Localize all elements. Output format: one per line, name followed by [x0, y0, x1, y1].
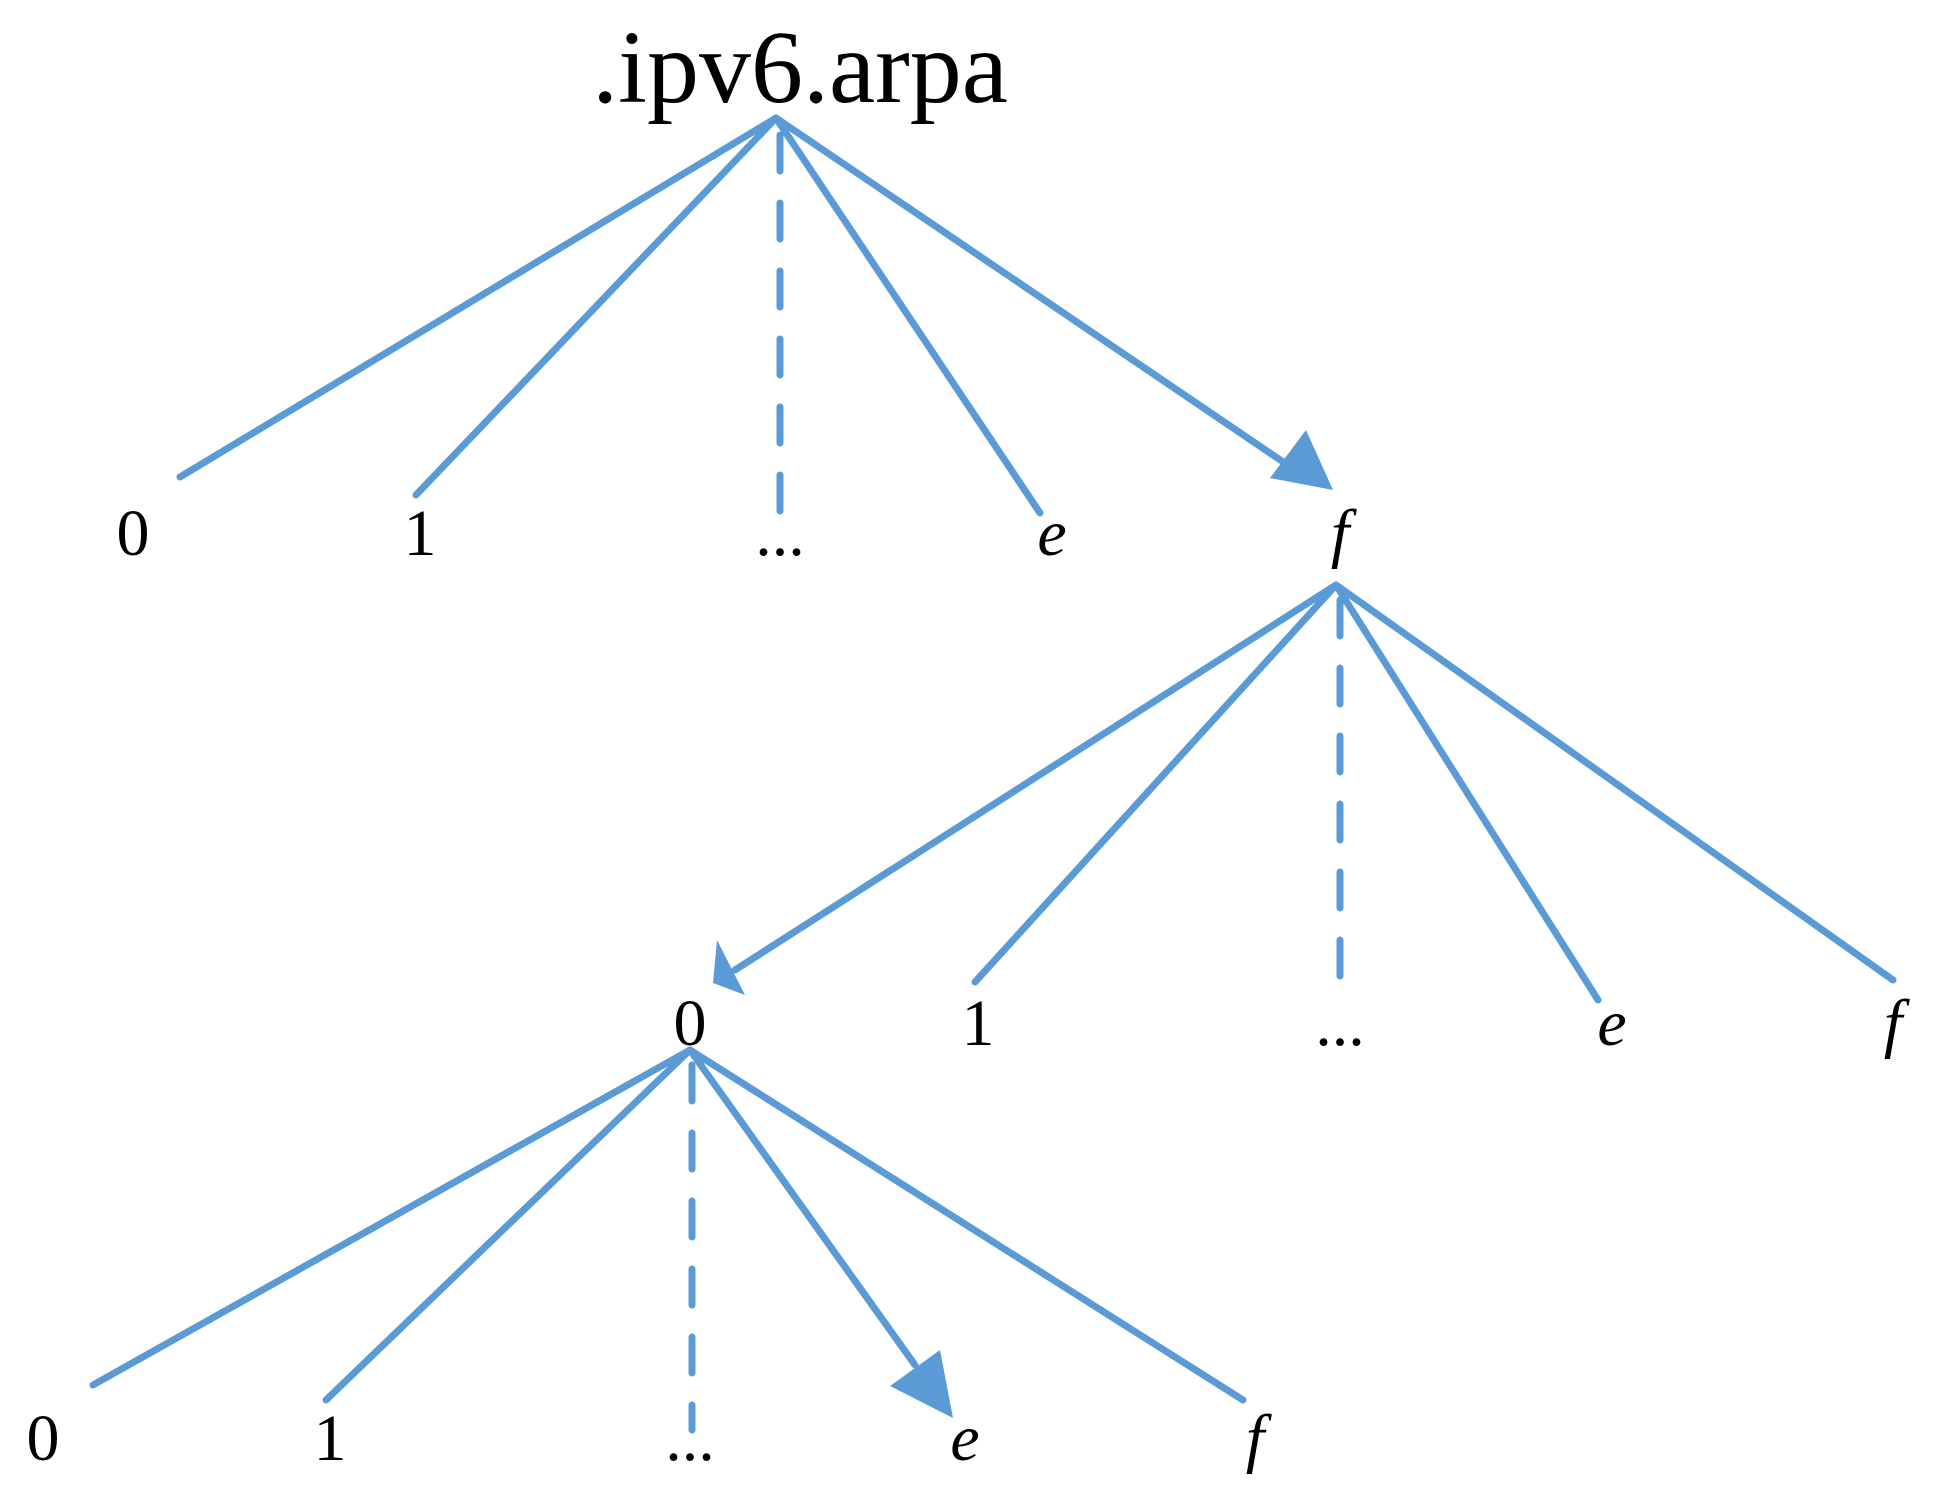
- l2-node-ellipsis: ...: [1315, 987, 1365, 1060]
- edge-f-to-l2-f: [1332, 581, 1897, 984]
- l2-node-e: e: [1597, 987, 1626, 1060]
- l1-node-1: 1: [404, 497, 437, 570]
- edge-0-to-l3-f: [686, 1046, 1247, 1404]
- edge-root-to-l1-e: [772, 114, 1044, 517]
- level1-labels: 0 1 ... e f: [117, 497, 1357, 570]
- edge-f-to-l2-e: [1332, 581, 1602, 1004]
- arrowhead-l1-f: [1270, 430, 1333, 490]
- edge-0-to-l3-0: [89, 1046, 694, 1389]
- edge-0-to-l3-e: [686, 1046, 919, 1369]
- edge-f-to-l2-1: [971, 581, 1340, 986]
- l1-node-f: f: [1331, 497, 1357, 570]
- edge-root-to-l1-0: [176, 114, 780, 481]
- l1-node-ellipsis: ...: [755, 497, 805, 570]
- l2-node-1: 1: [962, 987, 995, 1060]
- edge-root-to-l1-1: [412, 114, 780, 499]
- level3-labels: 0 1 ... e f: [27, 1402, 1272, 1475]
- edge-root-to-l1-f: [772, 114, 1299, 474]
- l1-node-0: 0: [117, 497, 150, 570]
- l3-node-0: 0: [27, 1402, 60, 1475]
- level1-edges: [176, 114, 1333, 524]
- edge-0-to-l3-1: [322, 1046, 694, 1404]
- l3-node-f: f: [1246, 1402, 1272, 1475]
- l3-node-e: e: [950, 1402, 979, 1475]
- arrowhead-l2-0: [713, 940, 745, 995]
- l2-node-f: f: [1884, 987, 1910, 1060]
- level2-edges: [713, 581, 1897, 1004]
- edge-f-to-l2-0: [731, 581, 1340, 974]
- arrowhead-l3-e: [890, 1350, 953, 1418]
- level3-edges: [89, 1046, 1247, 1434]
- level2-labels: 0 1 ... e f: [674, 987, 1910, 1060]
- root-node-label: .ipv6.arpa: [592, 10, 1008, 125]
- l3-node-ellipsis: ...: [665, 1402, 715, 1475]
- l3-node-1: 1: [314, 1402, 347, 1475]
- l1-node-e: e: [1037, 497, 1066, 570]
